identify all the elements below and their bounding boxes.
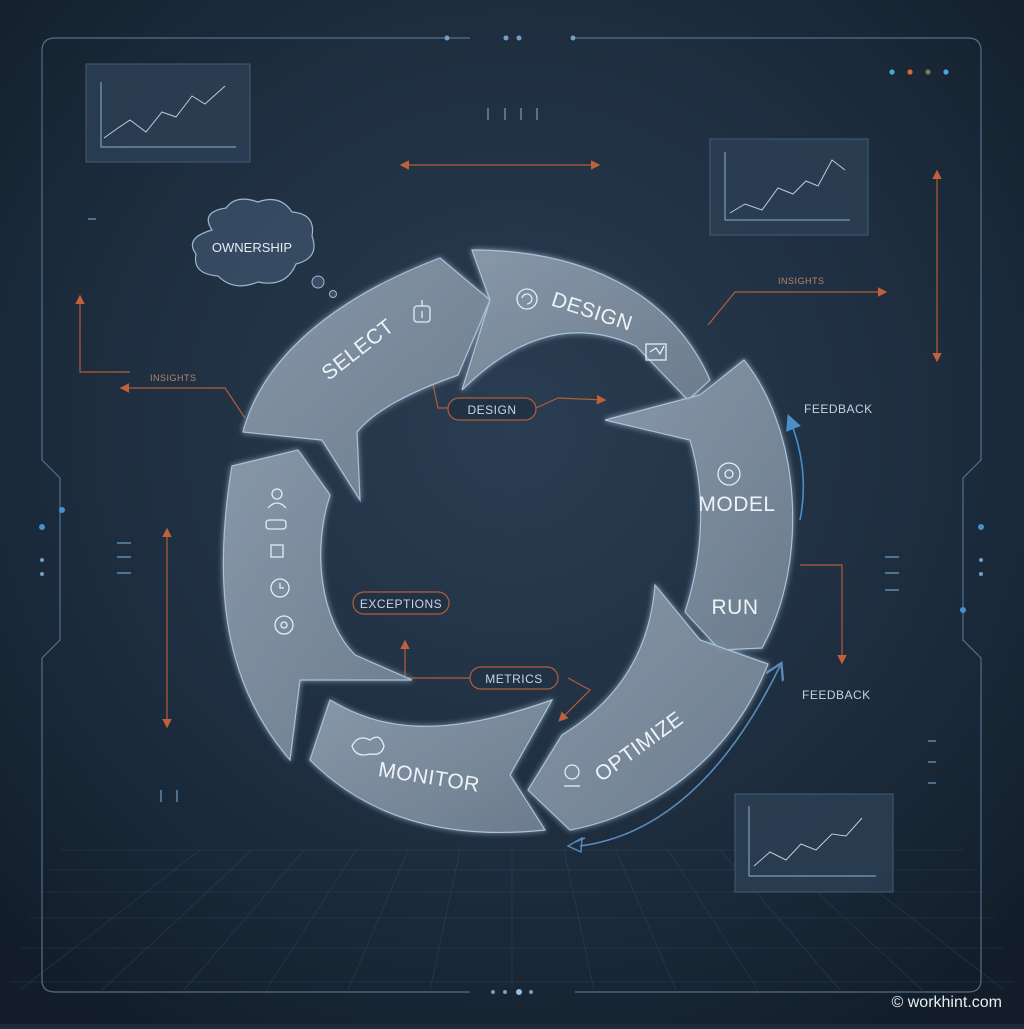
segment-monitor[interactable]	[309, 698, 554, 834]
dollar-person-icon	[564, 764, 580, 787]
mini-chart-top-right	[709, 138, 869, 236]
hud-frame	[41, 37, 982, 993]
segment-design[interactable]	[461, 249, 711, 401]
frame-dots	[39, 35, 984, 995]
robot-icon	[413, 300, 431, 323]
segment-model-run[interactable]	[604, 359, 794, 651]
handshake-icon	[265, 519, 287, 530]
small-label-right: INSIGHTS	[778, 276, 825, 286]
gear-check-icon	[274, 615, 294, 635]
pill-metrics[interactable]: METRICS	[469, 666, 559, 690]
gear-network-icon	[717, 462, 741, 486]
ownership-cloud: OWNERSHIP	[191, 198, 337, 298]
pill-design[interactable]: DESIGN	[447, 397, 537, 421]
refresh-icon	[516, 288, 538, 310]
pill-design-label: DESIGN	[467, 403, 516, 417]
segment-optimize[interactable]	[527, 583, 769, 831]
connector-lines	[75, 160, 942, 729]
document-chart-icon	[645, 343, 667, 361]
segment-label-model: MODEL	[698, 493, 775, 516]
small-label-left: INSIGHTS	[150, 373, 197, 383]
pill-metrics-label: METRICS	[485, 672, 543, 686]
segment-select[interactable]	[242, 257, 491, 503]
feedback-label-top: FEEDBACK	[804, 402, 873, 416]
cycle-ring	[222, 249, 794, 834]
feedback-label-bottom: FEEDBACK	[802, 688, 871, 702]
person-icon	[267, 488, 287, 509]
tick-marks	[88, 108, 936, 802]
segment-icons	[265, 288, 741, 787]
pill-exceptions[interactable]: EXCEPTIONS	[352, 591, 450, 615]
mini-chart-bottom-right	[734, 793, 894, 893]
cloud-label: OWNERSHIP	[212, 240, 292, 255]
brand-watermark: © workhint.com	[891, 994, 1002, 1011]
clock-icon	[270, 578, 290, 598]
brain-icon	[351, 736, 385, 756]
pill-exceptions-label: EXCEPTIONS	[360, 597, 442, 611]
segment-label-run: RUN	[712, 596, 759, 619]
feedback-arrowhead-icon	[566, 836, 583, 854]
floor-grid	[10, 849, 1014, 991]
segment-left[interactable]	[222, 449, 413, 762]
mini-chart-top-left	[85, 63, 251, 163]
connector-icon	[270, 544, 284, 558]
